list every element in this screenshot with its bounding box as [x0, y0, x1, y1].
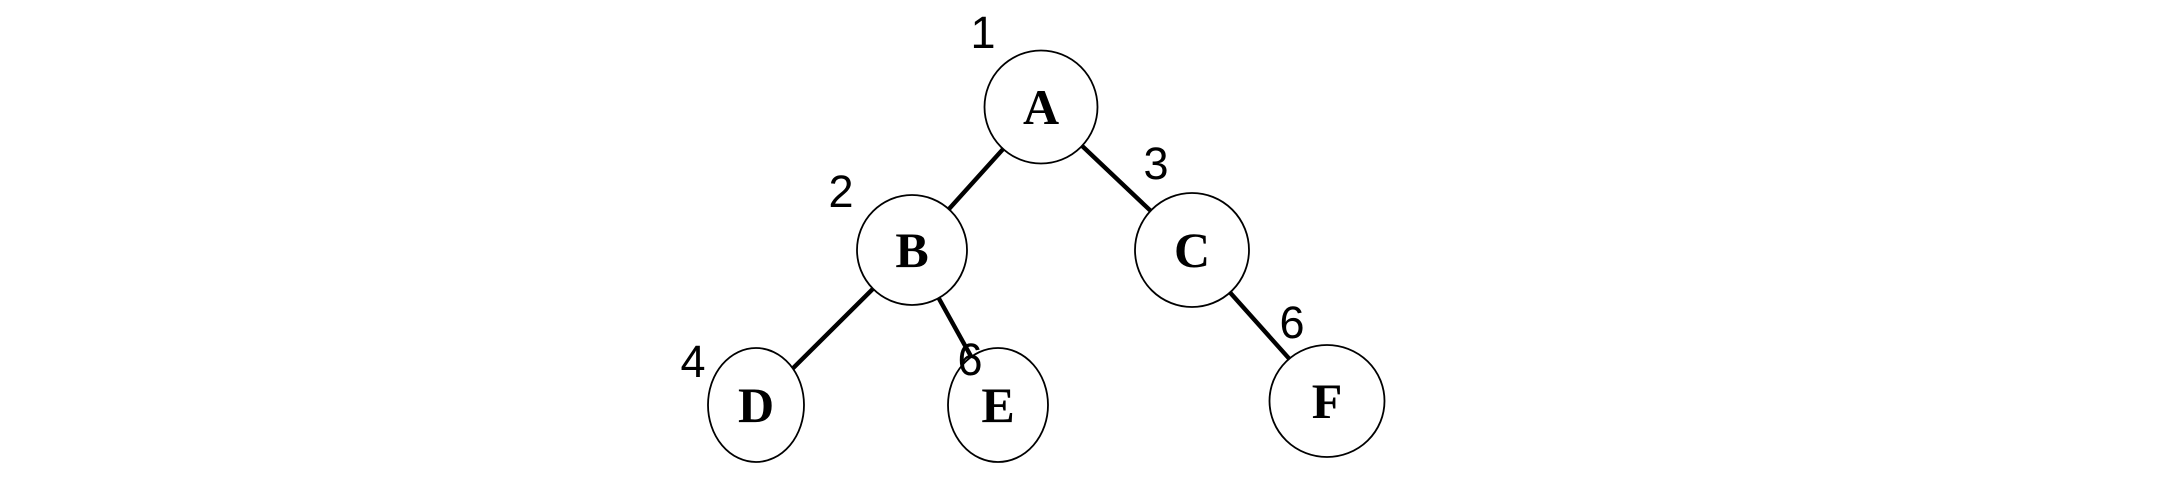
nodes-layer: A B C D E F — [707, 49, 1386, 463]
node-annotation-F: 6 — [1279, 297, 1304, 348]
tree-node-C: C — [1134, 192, 1250, 308]
node-annotation-B: 2 — [828, 166, 853, 217]
node-label-E: E — [981, 377, 1014, 433]
node-label-B: B — [895, 222, 928, 278]
node-label-A: A — [1023, 79, 1059, 135]
node-circle-B — [856, 194, 968, 306]
node-annotation-A: 1 — [970, 7, 995, 58]
node-annotation-C: 3 — [1143, 138, 1168, 189]
node-circle-F — [1268, 344, 1386, 458]
node-label-D: D — [738, 377, 774, 433]
tree-node-A: A — [983, 49, 1099, 165]
node-circle-D — [707, 347, 805, 463]
tree-node-D: D — [707, 347, 805, 463]
node-label-F: F — [1312, 373, 1343, 429]
node-circle-A — [983, 49, 1099, 165]
node-circle-E — [947, 347, 1049, 463]
tree-node-E: E — [947, 347, 1049, 463]
node-circle-C — [1134, 192, 1250, 308]
node-annotation-E: 6 — [957, 334, 982, 385]
node-annotation-D: 4 — [680, 336, 705, 387]
node-label-C: C — [1174, 222, 1210, 278]
tree-node-B: B — [856, 194, 968, 306]
tree-node-F: F — [1268, 344, 1386, 458]
annotations-layer: 1 2 3 4 6 6 — [680, 7, 1304, 387]
